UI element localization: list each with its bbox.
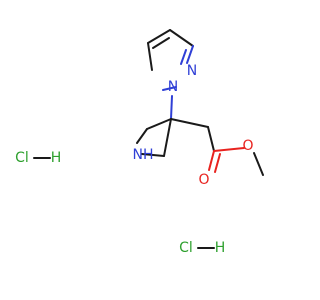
atom-pyrazole-n1: N	[168, 79, 178, 95]
hydrogen-label: H	[51, 150, 62, 166]
atom-azetidine-nh: NH	[133, 147, 154, 163]
bond-c3-n	[141, 153, 165, 157]
ester-chain	[170, 118, 264, 176]
bond-c-o-double-b	[214, 153, 221, 173]
bond-cq-c2	[146, 118, 172, 130]
bond-c5-c4	[147, 29, 171, 44]
chloride-label: Cl	[15, 150, 29, 166]
bond-cq-ch2	[170, 118, 209, 128]
bond-c-o-single	[213, 147, 245, 152]
bond-c3-n2	[186, 45, 194, 64]
hcl-salt-1: Cl H	[15, 150, 61, 166]
bond-n1-cq	[170, 95, 173, 120]
structure-canvas: N N NH O O Cl H Cl H	[15, 29, 264, 256]
bond-ch2-cco	[207, 126, 215, 152]
molecule-diagram: N N NH O O Cl H Cl H	[15, 29, 264, 256]
hcl-salt-2: Cl H	[179, 240, 225, 256]
bond-n2-n1	[162, 86, 177, 91]
hydrogen-label: H	[215, 240, 226, 256]
bond-o-ch3	[253, 152, 264, 176]
bond-cq-c3	[163, 118, 172, 157]
bond-c3-n2-double	[180, 49, 187, 65]
bond-c5-c4-double	[152, 37, 170, 49]
bond-n1-c5	[147, 42, 153, 71]
atom-ester-o: O	[242, 138, 253, 154]
bond-c2-n	[136, 128, 148, 144]
atom-pyrazole-n2: N	[187, 63, 197, 79]
pyrazole-ring	[147, 29, 194, 91]
azetidine-ring	[136, 118, 172, 157]
chloride-label: Cl	[179, 240, 193, 256]
bond-c-o-double-a	[208, 150, 215, 171]
atom-carbonyl-o: O	[198, 172, 209, 188]
bond-c4-c3	[169, 29, 194, 47]
